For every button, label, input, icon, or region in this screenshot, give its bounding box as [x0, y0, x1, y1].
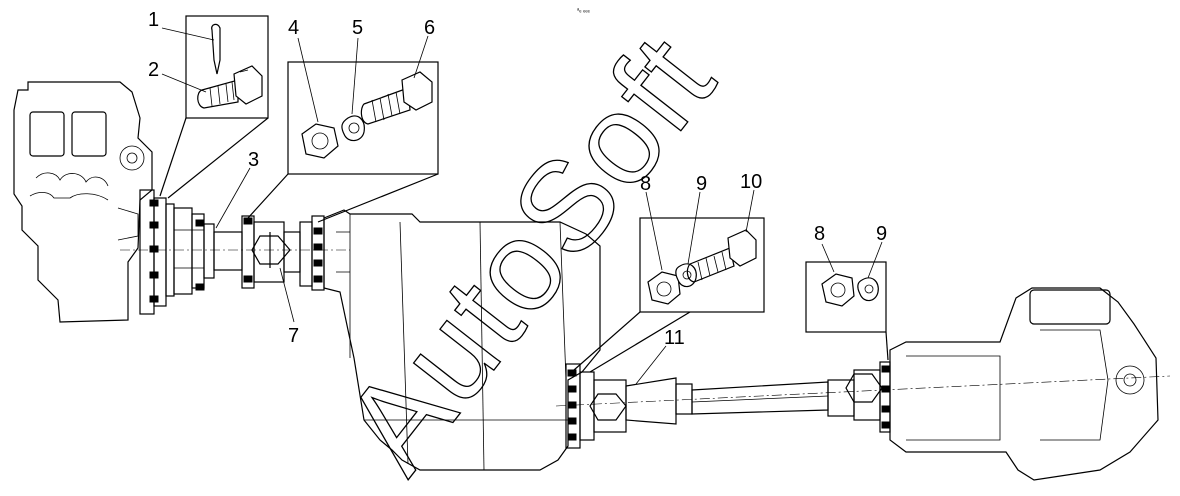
callout-8: 8: [640, 173, 651, 195]
callout-11: 11: [664, 327, 685, 349]
transfer-case: [323, 209, 601, 471]
axle-housing: [889, 287, 1159, 481]
detail-box-nut-washer-right: [805, 261, 889, 361]
hex-nut: [647, 271, 681, 305]
cotter-pin: [211, 23, 221, 75]
callout-4: 4: [288, 17, 299, 39]
bolt-with-hole: [197, 79, 239, 109]
callout-9-right: 9: [876, 223, 887, 245]
callout-7: 7: [288, 325, 299, 347]
header-mark: ᵃₑ ₑₑₑ: [577, 8, 591, 14]
callout-5: 5: [352, 17, 363, 39]
watermark: AutoSoft: [317, 9, 743, 496]
callout-3: 3: [248, 149, 259, 171]
spring-washer: [857, 277, 879, 302]
spring-washer: [341, 115, 365, 142]
callout-2: 2: [148, 59, 159, 81]
callout-8-right: 8: [814, 223, 825, 245]
callout-labels: 1 2 3 4 5 6 7 8 9 10 11 8 9: [148, 9, 887, 349]
watermark-text: AutoSoft: [317, 10, 742, 496]
bolt: [360, 87, 411, 125]
detail-box-cotter-bolt: [159, 15, 269, 199]
short-cardan-shaft: [241, 215, 325, 291]
leader-lines: [161, 27, 883, 385]
callout-1: 1: [148, 9, 159, 31]
bolt: [686, 247, 735, 283]
callout-10: 10: [740, 171, 762, 193]
engine-housing: [13, 81, 153, 323]
long-cardan-shaft: [565, 361, 891, 449]
detail-box-nut-washer-bolt-rear: [573, 217, 765, 373]
hex-nut: [301, 123, 339, 159]
detail-box-nut-washer-bolt: [247, 61, 439, 223]
flexible-coupling: [139, 189, 243, 315]
callout-9: 9: [696, 173, 707, 195]
callout-6: 6: [424, 17, 435, 39]
hex-nut: [821, 273, 855, 307]
centre-line-lower: [555, 375, 1171, 407]
